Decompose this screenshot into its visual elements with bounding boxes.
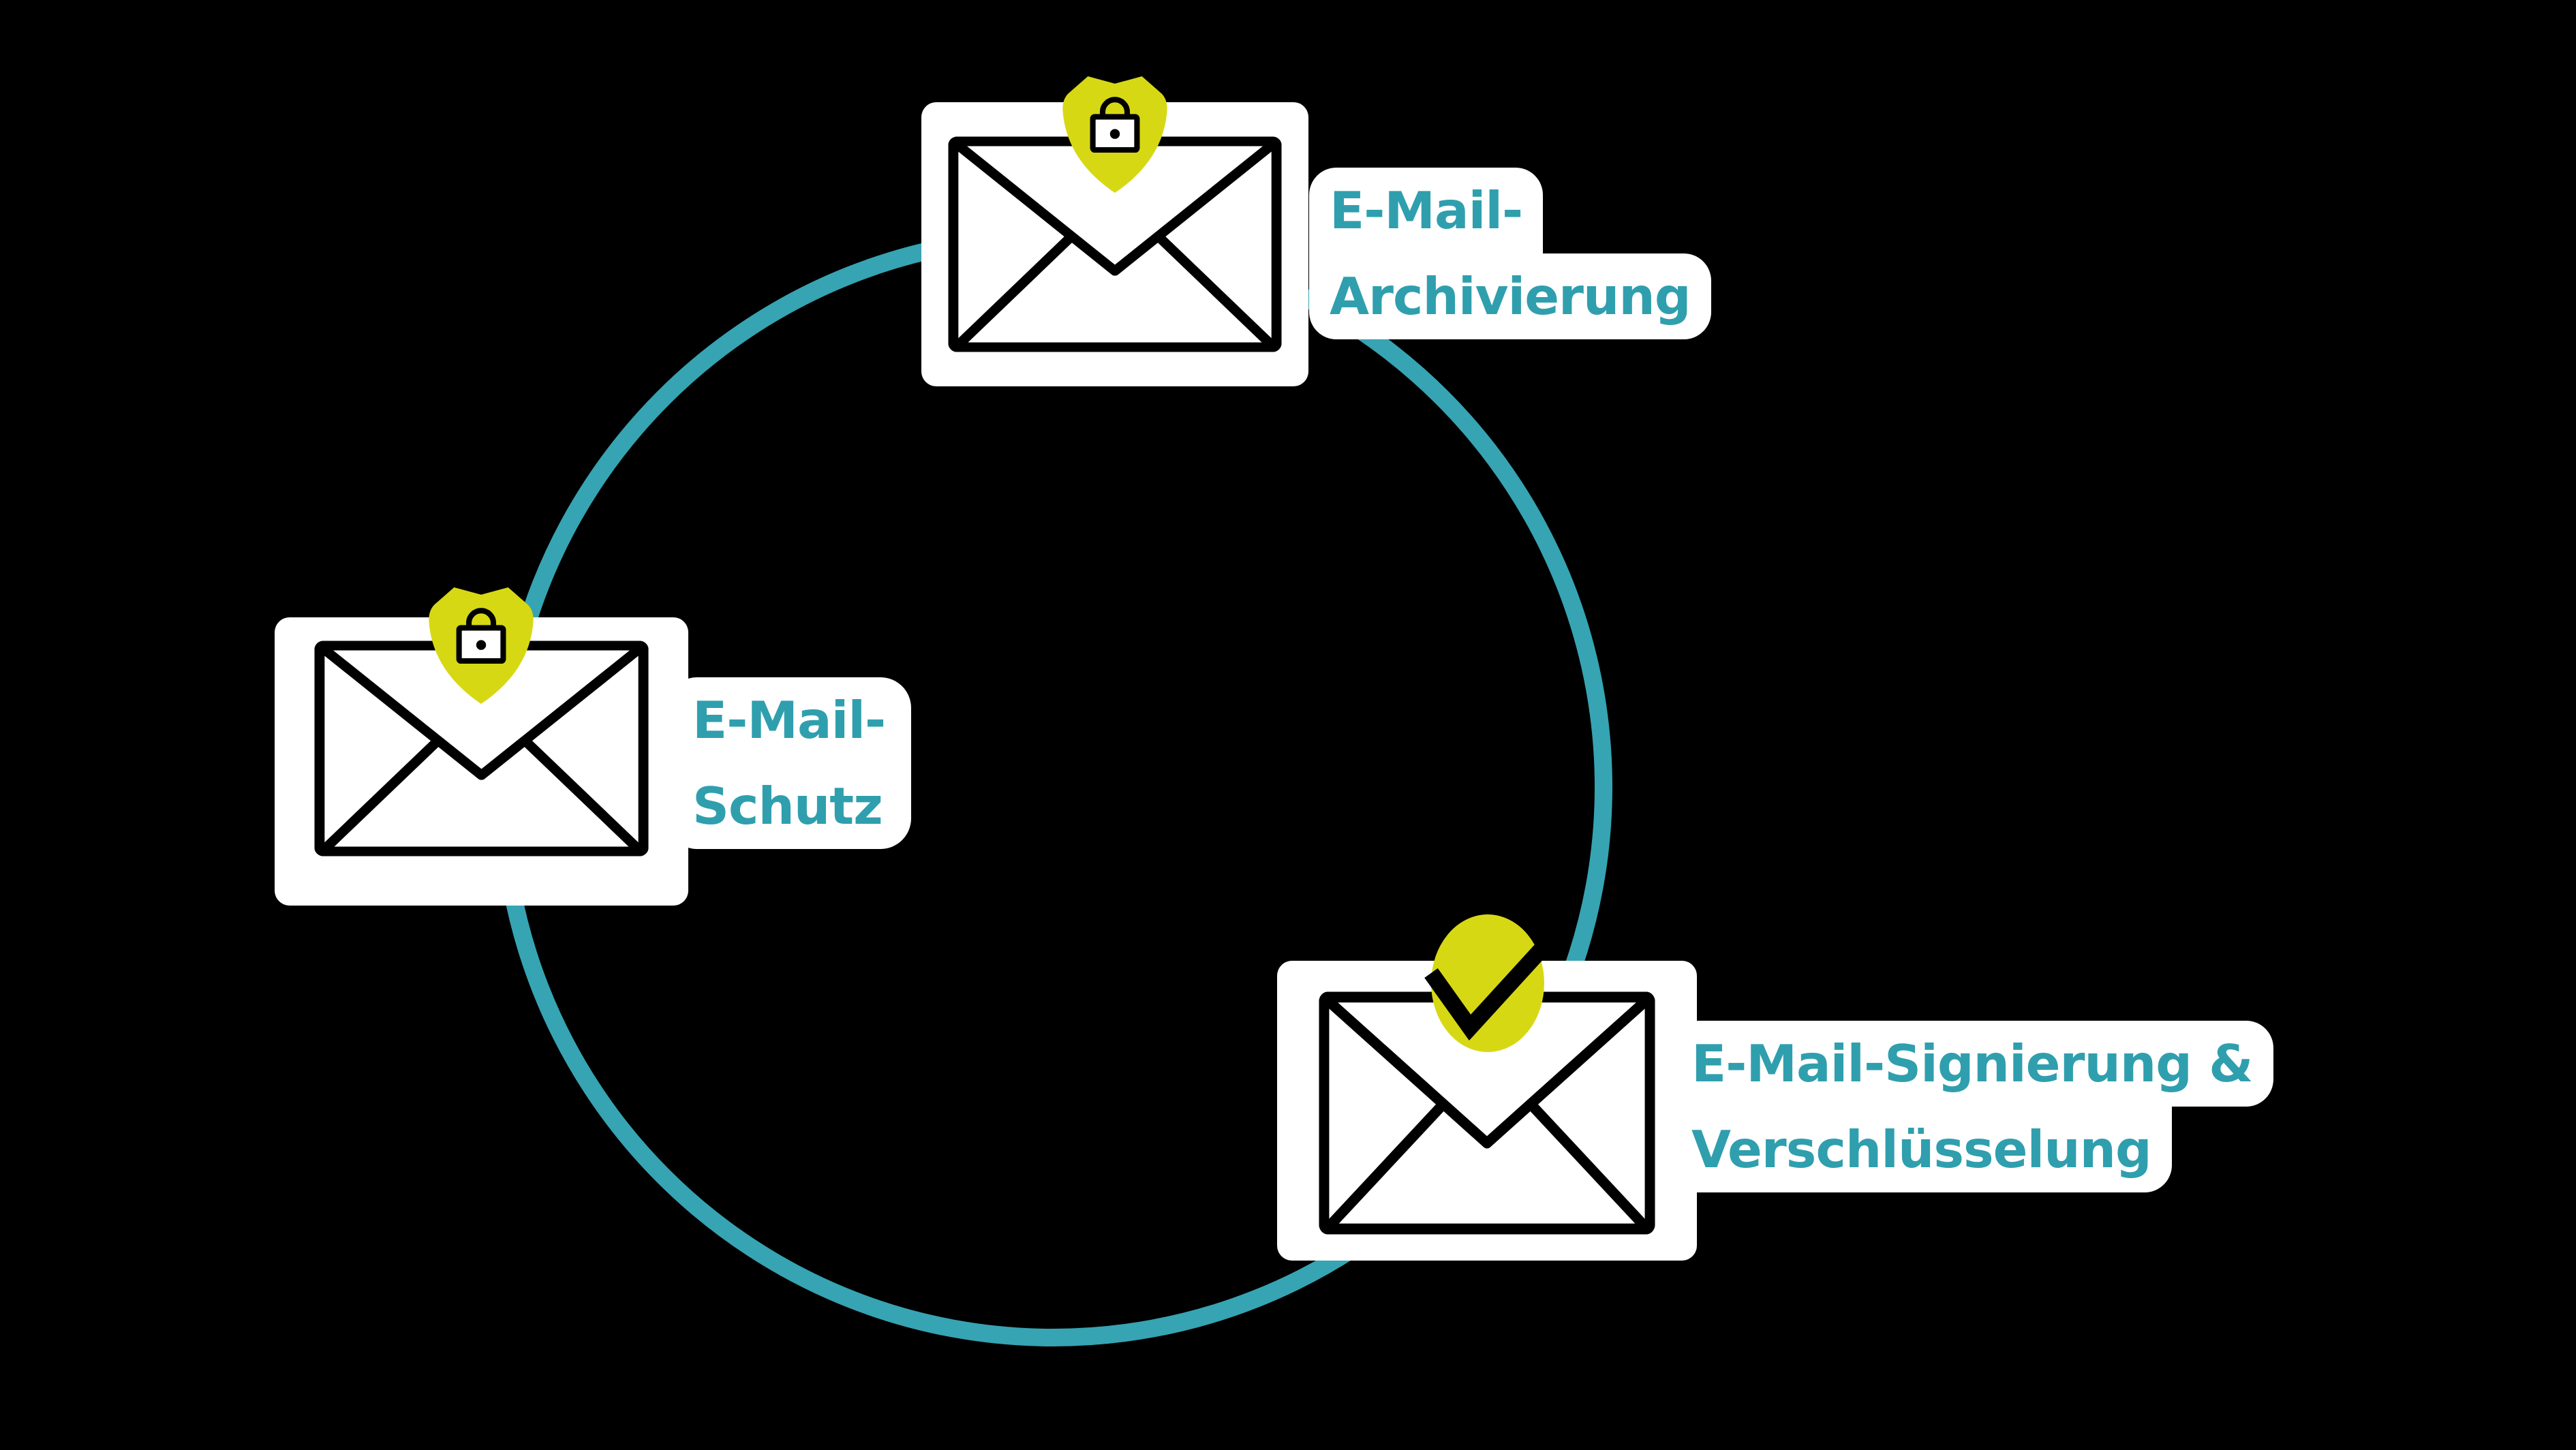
label-line-2: Schutz	[692, 776, 883, 836]
shield-lock-icon	[429, 587, 534, 704]
email-archivierung-card	[921, 102, 1308, 386]
label-line-1: E-Mail-	[692, 690, 886, 750]
label-line-1: E-Mail-Signierung &	[1671, 1021, 2273, 1107]
email-schutz-card	[275, 617, 688, 906]
email-signierung-label: E-Mail-Signierung & Verschlüsselung	[1671, 1021, 2273, 1192]
check-badge-icon	[1424, 914, 1562, 1052]
envelope-icon	[314, 641, 649, 857]
label-box: E-Mail- Schutz	[666, 677, 912, 849]
label-line-2: Verschlüsselung	[1671, 1107, 2172, 1192]
shield-lock-icon	[1062, 76, 1167, 193]
email-schutz-label: E-Mail- Schutz	[666, 677, 912, 849]
envelope-icon	[948, 136, 1282, 352]
label-line-2: Archivierung	[1309, 253, 1711, 339]
label-line-1: E-Mail-	[1309, 168, 1544, 253]
email-archivierung-label: E-Mail- Archivierung	[1309, 168, 1711, 339]
